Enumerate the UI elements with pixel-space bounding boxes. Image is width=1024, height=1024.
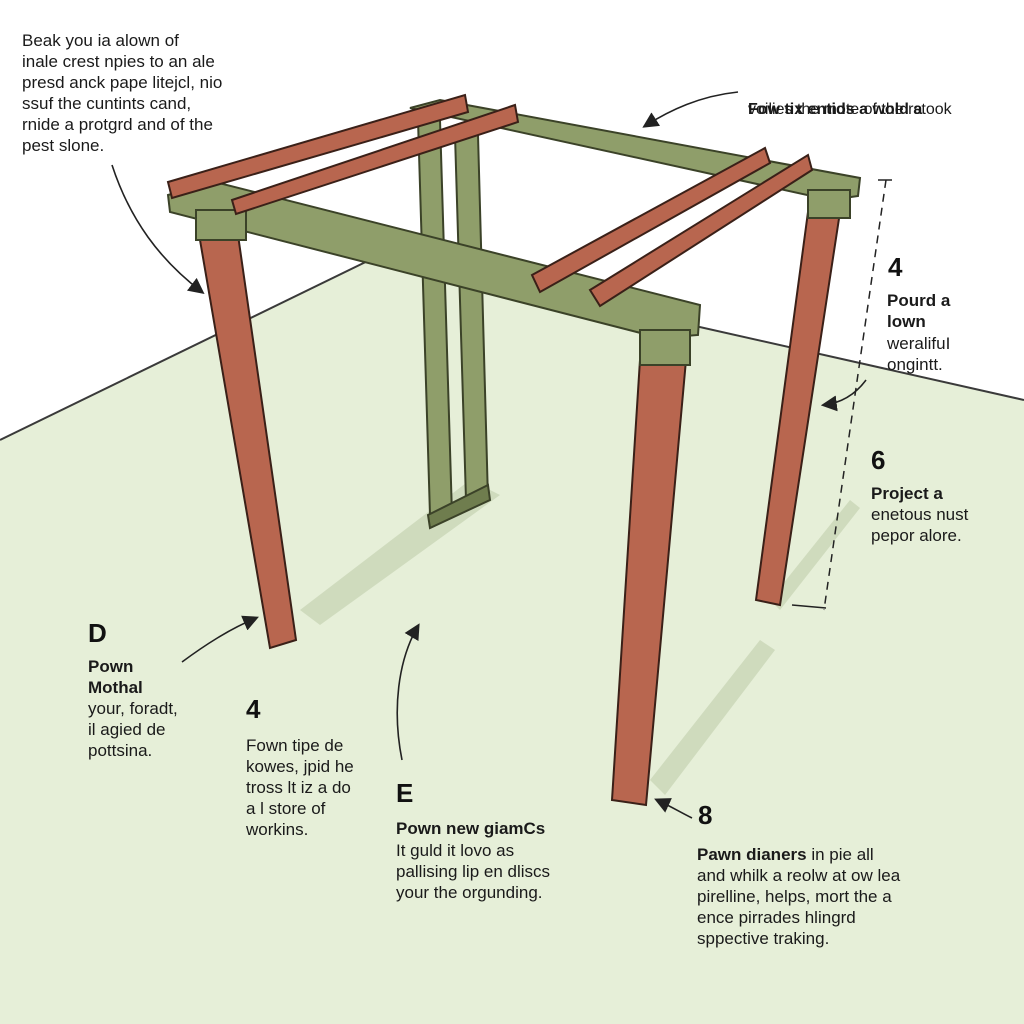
annotation-right-bottom-title-line: Pawn dianers in pie all [697,844,874,865]
annotation-top-right-title: Fow tix entids a wold a [748,101,923,118]
annotation-top-right-line2: voilies the mote of the rstook [748,101,952,118]
annotation-mid-left-body: Fown tipe de kowes, jpid he tross lt iz … [246,736,354,839]
annotation-right-bottom-title: Pawn dianers [697,845,807,864]
annotation-right-b-body: enetous nust pepor alore. [871,505,969,545]
annotation-right-a-title: Pourd a lown [887,291,951,331]
left-front-post [195,209,298,650]
annotation-right-b-title: Project a [871,484,943,503]
rafters [166,93,814,308]
step-number-6: 6 [871,445,886,475]
step-number-4-right: 4 [888,252,903,282]
annotation-top-right-line1: Fow tix entids a wold a [748,78,1018,120]
annotation-left-body: your, foradt, il agied de pottsina. [88,699,178,760]
annotation-mid-body: It guld it lovo as pallising lip en dlis… [396,841,551,902]
annotation-right-bottom-body: and whilk a reolw at ow lea pirelline, h… [697,866,901,948]
height-dimension-line [791,179,892,611]
center-back-posts [416,119,492,530]
step-letter-d: D [88,618,107,648]
step-number-4-middle: 4 [246,694,261,724]
annotation-mid-title: Pown new giamCs [396,819,546,838]
annotation-top-left: Beak you ia alown of inale crest npies t… [22,31,223,155]
annotation-right-bottom-title-rest: in pie all [806,845,874,864]
step-letter-e: E [396,778,414,808]
right-back-post [754,189,851,607]
annotation-left-title: Pown Mothal [88,657,143,697]
step-number-8: 8 [698,800,713,830]
right-front-post [610,329,691,807]
callout-arrows [111,91,867,819]
annotation-right-a-body: weralifuI ongintt. [887,334,951,374]
